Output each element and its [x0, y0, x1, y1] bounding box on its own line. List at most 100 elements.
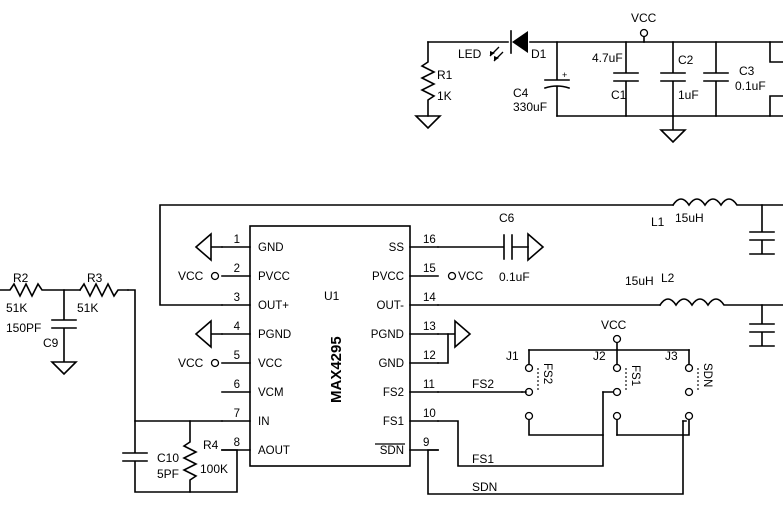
vcc-pin2-label: VCC [178, 269, 204, 283]
pin-name: GND [378, 358, 404, 370]
pin-number: 5 [234, 350, 240, 362]
c6-label: C6 [499, 211, 515, 225]
j1-fs2-label: FS2 [541, 363, 553, 384]
pin-name: FS1 [383, 416, 404, 428]
pin-name: OUT- [377, 300, 405, 312]
c4-label: C4 [513, 86, 529, 100]
pin-number: 12 [423, 350, 436, 362]
pin-name: SDN [380, 445, 404, 457]
pin-number: 2 [234, 263, 240, 275]
c2-label: C2 [678, 53, 694, 67]
c1-value: 4.7uF [592, 51, 623, 65]
l1-label: L1 [651, 215, 665, 229]
power-section: LED D1 R1 1K + C4 330uF 4.7uF C1 VCC [414, 11, 783, 144]
right-connections: C6 0.1uF VCC FS2 FS1 SDN [427, 211, 684, 495]
pin-name: PVCC [372, 271, 404, 283]
c9-label: C9 [43, 336, 59, 350]
pin-number: 7 [234, 408, 240, 420]
pin-number: 4 [234, 321, 241, 333]
pin-name: PGND [258, 329, 291, 341]
ic-designator: U1 [324, 289, 340, 303]
r2-value: 51K [6, 301, 27, 315]
pin-name: AOUT [258, 445, 290, 457]
pin-number: 13 [423, 321, 436, 333]
j3-sdn-label: SDN [701, 363, 713, 387]
c10-label: C10 [157, 451, 179, 465]
pin-name: SS [389, 242, 405, 254]
c9-value: 150PF [6, 321, 41, 335]
jumpers: VCC J1 FS2 J2 FS1 J3 SDN [506, 318, 713, 436]
pin-name: PGND [371, 329, 404, 341]
d1-label: D1 [531, 47, 547, 61]
ic-pin-7: 7IN [221, 408, 270, 428]
pin-number: 1 [234, 234, 240, 246]
ic-name: MAX4295 [328, 336, 345, 403]
j3-label: J3 [665, 349, 678, 363]
c6-value: 0.1uF [499, 270, 530, 284]
led-label: LED [458, 47, 482, 61]
pin-number: 3 [234, 292, 240, 304]
l1-value: 15uH [675, 211, 704, 225]
pin-number: 9 [423, 437, 429, 449]
vcc-pin15-label: VCC [458, 269, 484, 283]
pin-name: VCC [258, 358, 282, 370]
input-network: R2 51K R3 51K 150PF C9 [0, 271, 129, 376]
pin-name: PVCC [258, 271, 290, 283]
left-connections: VCC VCC C10 5PF R4 100K [122, 204, 674, 493]
fs2-net-label: FS2 [472, 377, 494, 391]
pin-name: VCM [258, 387, 284, 399]
c2-value: 1uF [678, 88, 699, 102]
inductors: L1 15uH 15uH L2 [625, 198, 783, 347]
c1-capacitor [613, 41, 639, 117]
pin-number: 10 [423, 408, 436, 420]
c10-value: 5PF [157, 467, 179, 481]
vcc-jumpers-label: VCC [601, 318, 627, 332]
fs1-net-label: FS1 [472, 452, 494, 466]
pin-number: 6 [234, 379, 240, 391]
ic-body [249, 225, 411, 467]
c3-label: C3 [739, 64, 755, 78]
pin-number: 14 [423, 292, 436, 304]
l2-value: 15uH [625, 274, 654, 288]
pin-name: GND [258, 242, 284, 254]
pin-name: OUT+ [258, 300, 289, 312]
r3-value: 51K [77, 301, 98, 315]
c4-value: 330uF [513, 100, 547, 114]
r1-resistor [414, 41, 442, 130]
vcc-top-label: VCC [631, 11, 657, 25]
sdn-net-label: SDN [472, 480, 497, 494]
pin-name: FS2 [383, 387, 404, 399]
c2-capacitor [660, 41, 686, 117]
pin-name: IN [258, 416, 270, 428]
pin-number: 11 [423, 379, 435, 391]
r3-label: R3 [87, 271, 103, 285]
r1-label: R1 [437, 68, 453, 82]
r1-value: 1K [437, 89, 452, 103]
d1-led-diode [489, 30, 528, 62]
l2-label: L2 [661, 271, 675, 285]
j2-label: J2 [593, 349, 606, 363]
vcc-pin5-label: VCC [178, 356, 204, 370]
c3-capacitor [703, 41, 729, 117]
r4-value: 100K [200, 462, 228, 476]
r2-label: R2 [13, 271, 29, 285]
r4-label: R4 [203, 438, 219, 452]
j1-label: J1 [506, 349, 519, 363]
